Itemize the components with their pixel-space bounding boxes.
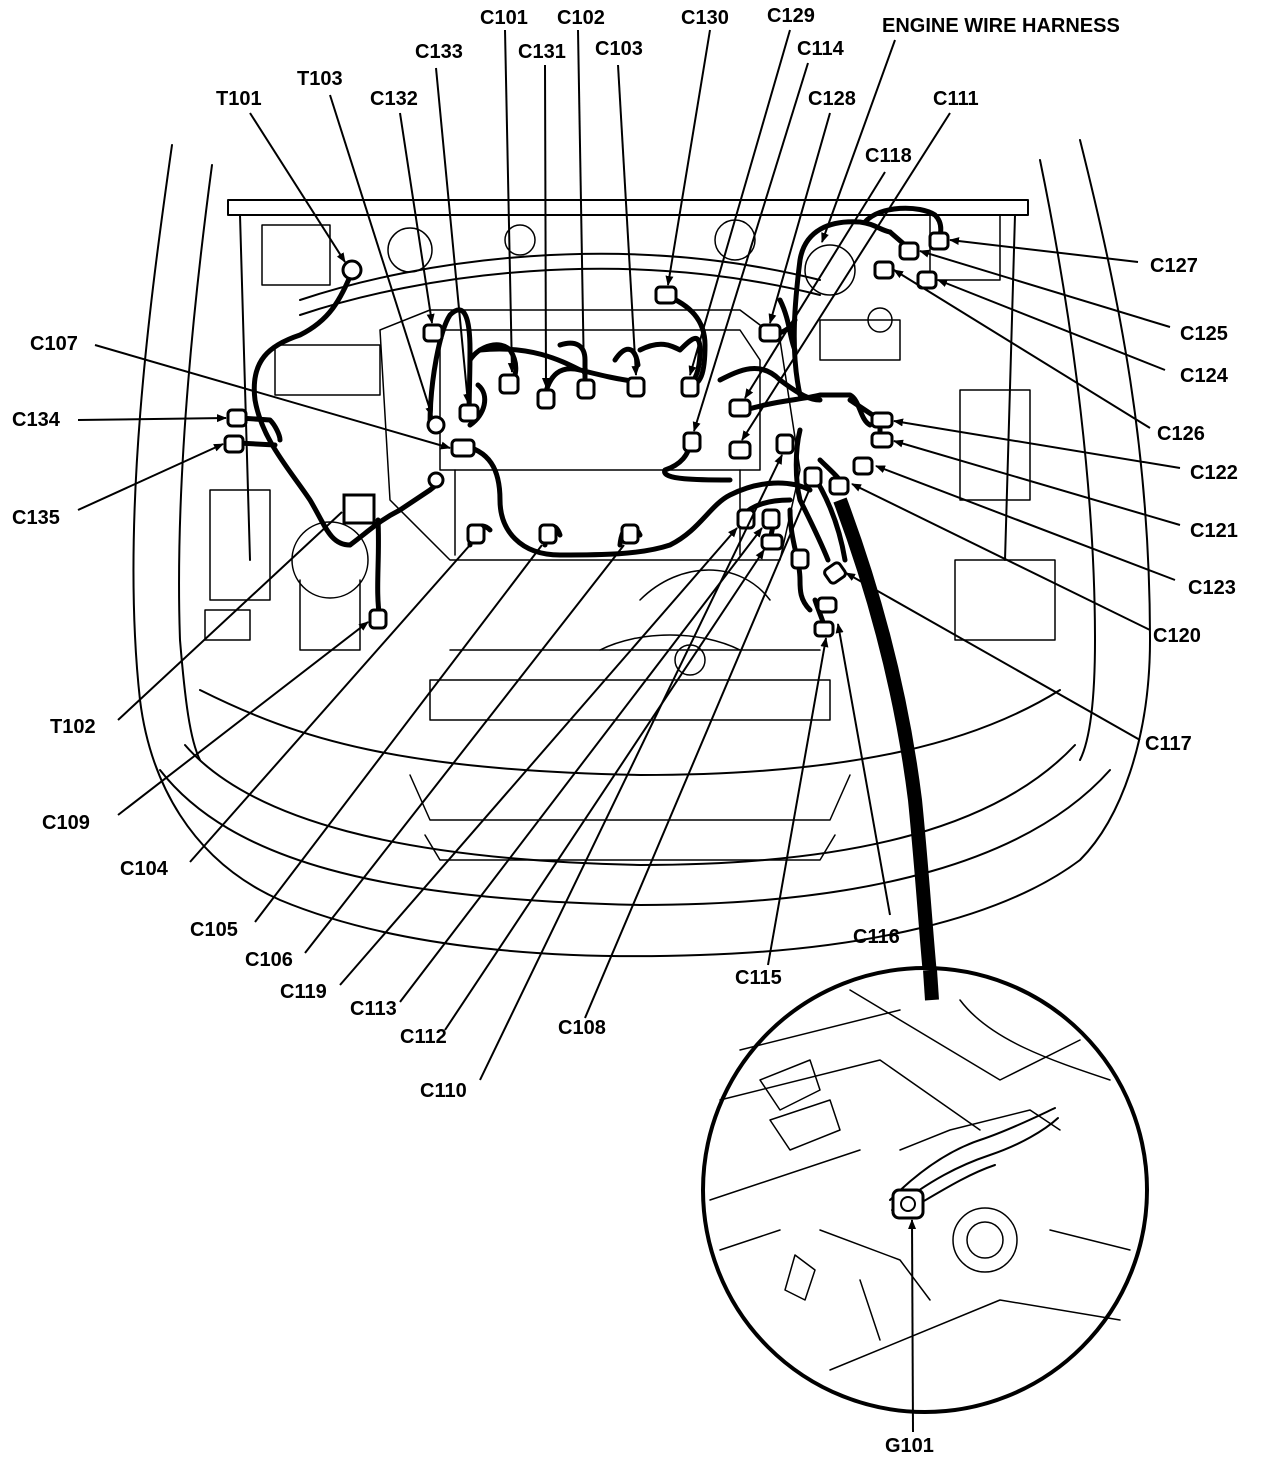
connector-c115	[790, 548, 810, 570]
label-c102: C102	[557, 7, 605, 29]
label-c134: C134	[12, 409, 61, 431]
label-c111: C111	[933, 88, 979, 110]
label-c108: C108	[558, 1017, 606, 1039]
label-c101: C101	[480, 7, 528, 29]
terminal-t103	[426, 415, 446, 435]
label-c129: C129	[767, 5, 815, 27]
connector-c103	[626, 376, 646, 398]
label-c130: C130	[681, 7, 729, 29]
connector-c131	[536, 388, 556, 410]
labels: ENGINE WIRE HARNESS C101 C102 C103 C131 …	[12, 5, 1238, 1457]
label-c135: C135	[12, 507, 60, 529]
label-c121: C121	[1190, 520, 1238, 542]
connector-c110	[775, 433, 795, 455]
label-c123: C123	[1188, 577, 1236, 599]
leader-lines	[77, 29, 1181, 1433]
connector-c106	[620, 523, 640, 545]
label-c112: C112	[400, 1026, 447, 1048]
connector-c116b	[813, 620, 835, 638]
connector-c129	[680, 376, 700, 398]
label-c125: C125	[1180, 323, 1228, 345]
label-c110: C110	[420, 1080, 467, 1102]
connector-c128	[758, 323, 782, 343]
label-c117: C117	[1145, 733, 1192, 755]
terminal-c109	[427, 471, 445, 489]
label-c115: C115	[735, 967, 782, 989]
label-c109: C109	[42, 812, 90, 834]
connector-c105	[538, 523, 558, 545]
ground-trunk	[833, 497, 937, 976]
connector-c111	[728, 440, 752, 460]
connector-c123	[852, 456, 874, 476]
connector-c133	[458, 403, 480, 423]
connector-c104	[466, 523, 486, 545]
connectors	[223, 231, 950, 638]
connector-t102	[342, 493, 376, 525]
connector-c113	[761, 508, 781, 530]
connector-c135	[223, 434, 245, 454]
connector-c132	[422, 323, 444, 343]
connector-c127	[928, 231, 950, 251]
connector-c118	[728, 398, 752, 418]
label-t102: T102	[50, 716, 96, 738]
label-c132: C132	[370, 88, 418, 110]
connector-c124	[916, 270, 938, 290]
connector-c122	[870, 411, 894, 429]
label-c113: C113	[350, 998, 397, 1020]
terminal-t101	[341, 259, 363, 281]
label-c119: C119	[280, 981, 327, 1003]
connector-c101	[498, 373, 520, 395]
connector-c125	[898, 241, 920, 261]
label-c120: C120	[1153, 625, 1201, 647]
label-c116: C116	[853, 926, 900, 948]
label-c106: C106	[245, 949, 293, 971]
connector-c114	[682, 431, 702, 453]
connector-c109	[368, 608, 388, 630]
diagram-title: ENGINE WIRE HARNESS	[882, 15, 1120, 37]
connector-c108	[803, 466, 823, 488]
connector-c130	[654, 285, 678, 305]
car-body	[132, 139, 1151, 958]
connector-c102	[576, 378, 596, 400]
label-c124: C124	[1180, 365, 1229, 387]
connector-c126	[873, 260, 895, 280]
label-c133: C133	[415, 41, 463, 63]
label-c114: C114	[797, 38, 845, 60]
label-t103: T103	[297, 68, 343, 90]
connector-c117	[823, 561, 847, 585]
label-c118: C118	[865, 145, 912, 167]
connector-c134	[226, 408, 248, 428]
label-c126: C126	[1157, 423, 1205, 445]
label-t101: T101	[216, 88, 262, 110]
connector-c107	[450, 438, 476, 458]
ground-detail-inset	[701, 966, 1149, 1414]
label-c131: C131	[518, 41, 566, 63]
label-c104: C104	[120, 858, 169, 880]
label-g101: G101	[885, 1435, 934, 1457]
label-c105: C105	[190, 919, 238, 941]
label-c127: C127	[1150, 255, 1198, 277]
connector-c120	[828, 476, 850, 496]
connector-c116a	[816, 596, 838, 614]
label-c107: C107	[30, 333, 78, 355]
label-c128: C128	[808, 88, 856, 110]
label-c103: C103	[595, 38, 643, 60]
connector-c121	[870, 431, 894, 449]
label-c122: C122	[1190, 462, 1238, 484]
connector-c112	[760, 533, 784, 551]
